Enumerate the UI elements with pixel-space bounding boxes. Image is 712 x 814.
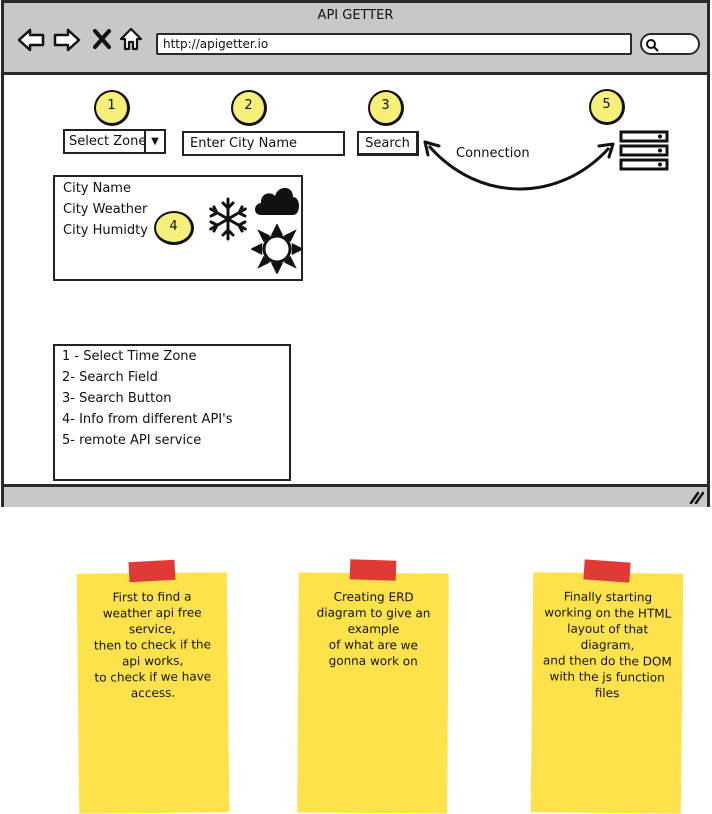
browser-titlebar: API GETTER http://apigetter.io [4, 3, 707, 75]
server-icon [619, 130, 669, 171]
city-info-panel: City Name City Weather City Humidty 4 [53, 175, 303, 281]
window-title: API GETTER [317, 8, 394, 23]
zone-select-label: Select Zone [69, 134, 147, 149]
url-bar[interactable]: http://apigetter.io [156, 33, 632, 55]
sticky-note-3: Finally starting working on the HTML lay… [530, 572, 684, 814]
connection-label: Connection [456, 146, 530, 161]
arrow-right-icon[interactable] [52, 27, 82, 53]
legend-item-5: 5- remote API service [62, 433, 202, 448]
resize-grip-icon[interactable] [688, 490, 704, 504]
browser-window: API GETTER http://apigetter.io 1 2 3 5 S… [1, 0, 710, 507]
callout-3: 3 [368, 90, 404, 126]
search-icon [646, 39, 659, 52]
snowflake-icon [209, 197, 247, 241]
info-city-name: City Name [63, 181, 131, 196]
legend-panel: 1 - Select Time Zone 2- Search Field 3- … [53, 344, 291, 481]
cloud-icon [255, 187, 299, 215]
sticky-note-1-text: First to find a weather api free service… [93, 589, 212, 701]
sticky-note-2: Creating ERD diagram to give an example … [297, 572, 449, 814]
tape-3 [583, 559, 631, 583]
callout-4: 4 [154, 211, 194, 245]
callout-1: 1 [94, 90, 130, 126]
callout-5: 5 [589, 89, 625, 125]
browser-statusbar [4, 484, 707, 507]
legend-item-3: 3- Search Button [62, 391, 172, 406]
sun-icon [251, 224, 303, 274]
browser-search-field[interactable] [640, 33, 700, 55]
sticky-note-3-text: Finally starting working on the HTML lay… [542, 589, 672, 701]
legend-item-4: 4- Info from different API's [62, 412, 233, 427]
legend-item-2: 2- Search Field [62, 370, 158, 385]
arrow-left-icon[interactable] [16, 27, 46, 53]
callout-2: 2 [231, 90, 267, 126]
info-city-weather: City Weather [63, 202, 148, 217]
home-icon[interactable] [118, 26, 144, 52]
chevron-down-icon[interactable]: ▼ [144, 131, 164, 152]
connection-arrow [423, 140, 615, 191]
tape-2 [349, 559, 397, 581]
search-button[interactable]: Search [357, 131, 419, 156]
zone-select[interactable]: Select Zone ▼ [63, 129, 166, 154]
sticky-note-1: First to find a weather api free service… [76, 572, 230, 814]
tape-1 [128, 559, 176, 583]
close-icon[interactable] [92, 28, 112, 50]
info-city-humidity: City Humidty [63, 223, 148, 238]
legend-item-1: 1 - Select Time Zone [62, 349, 197, 364]
sticky-note-2-text: Creating ERD diagram to give an example … [316, 589, 431, 669]
city-name-input[interactable]: Enter City Name [182, 131, 345, 156]
